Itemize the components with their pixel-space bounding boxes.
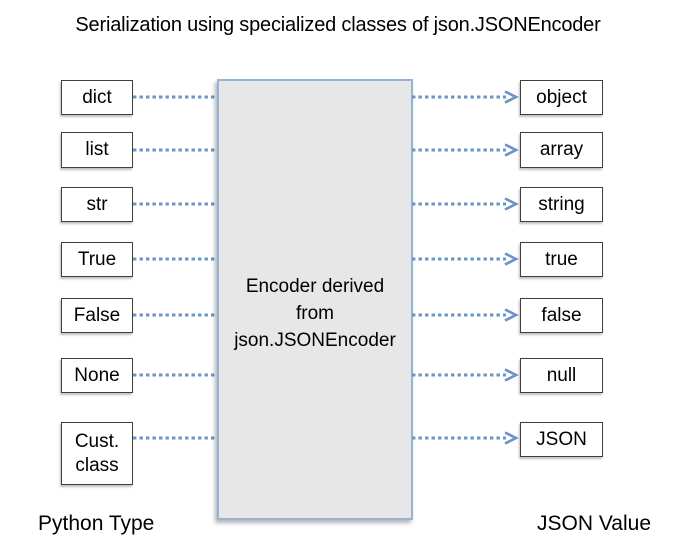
arrow-encoder-to-false [412,308,519,322]
connector-dict-to-encoder [133,95,217,99]
json-value-box-array: array [520,132,603,168]
connector-none-to-encoder [133,373,217,377]
encoder-box-line-3: json.JSONEncoder [234,330,396,351]
json-value-box-null: null [520,358,603,393]
python-type-box-none: None [61,358,133,393]
json-value-box-true: true [520,242,603,277]
python-type-box-false: False [61,298,133,333]
diagram-title: Serialization using specialized classes … [75,14,601,36]
connector-true-to-encoder [133,257,217,261]
python-type-box-dict: dict [61,80,133,115]
python-type-box-true: True [61,242,133,277]
json-value-box-false: false [520,298,603,333]
footer-label-python-type: Python Type [38,512,155,535]
arrow-encoder-to-null [412,368,519,382]
encoder-box-line-2: from [296,303,334,324]
connector-str-to-encoder [133,202,217,206]
encoder-box-line-1: Encoder derived [245,276,385,297]
arrow-encoder-to-string [412,197,519,211]
connector-false-to-encoder [133,313,217,317]
python-type-box-custom-class: Cust. class [61,422,133,485]
python-type-box-str: str [61,187,133,222]
arrow-encoder-to-json [412,431,519,445]
encoder-box: Encoder derived from json.JSONEncoder [217,79,413,520]
arrow-encoder-to-array [412,143,519,157]
arrow-encoder-to-object [412,90,519,104]
json-value-box-object: object [520,80,603,115]
connector-custom-class-to-encoder [133,436,217,440]
python-type-box-list: list [61,132,133,168]
footer-label-json-value: JSON Value [537,512,651,535]
json-value-box-string: string [520,187,603,222]
arrow-encoder-to-true [412,252,519,266]
json-value-box-json: JSON [520,422,603,457]
connector-list-to-encoder [133,148,217,152]
